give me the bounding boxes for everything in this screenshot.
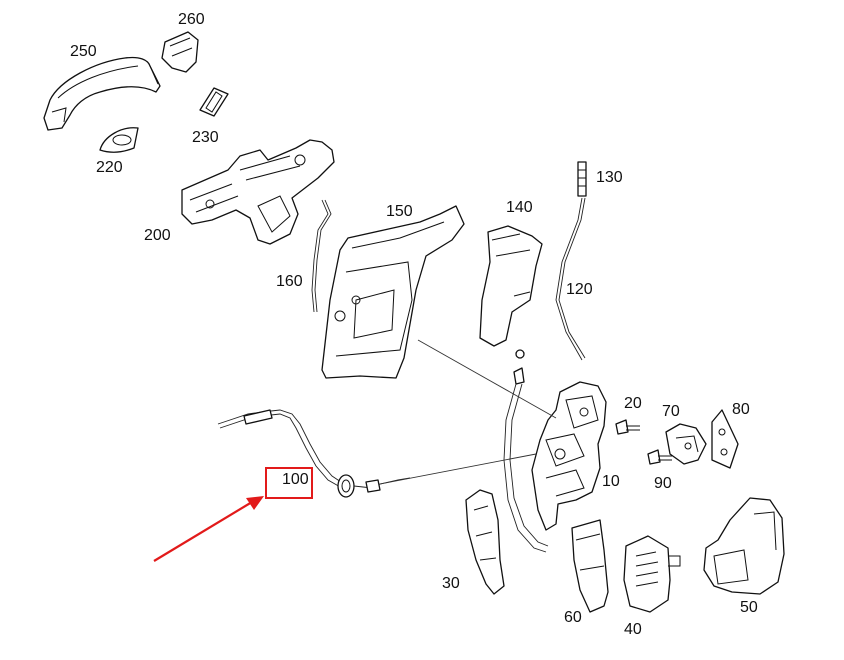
label-160[interactable]: 160 — [276, 273, 303, 290]
part-60-cover[interactable] — [571, 519, 609, 613]
label-230[interactable]: 230 — [192, 129, 219, 146]
part-260-handle-cap[interactable] — [161, 31, 199, 73]
leader-lines — [379, 339, 557, 485]
label-220[interactable]: 220 — [96, 159, 123, 176]
part-130-120-lock-rod[interactable] — [555, 161, 587, 361]
part-20-screw[interactable] — [615, 419, 640, 435]
label-200[interactable]: 200 — [144, 227, 171, 244]
label-50[interactable]: 50 — [740, 599, 758, 616]
highlight-box — [265, 467, 313, 499]
label-10[interactable]: 10 — [602, 473, 620, 490]
label-20[interactable]: 20 — [624, 395, 642, 412]
label-70[interactable]: 70 — [662, 403, 680, 420]
label-40[interactable]: 40 — [624, 621, 642, 638]
part-160-rod[interactable] — [311, 199, 332, 313]
part-100-release-cable[interactable] — [217, 409, 411, 498]
label-130[interactable]: 130 — [596, 169, 623, 186]
part-140-cover[interactable] — [479, 225, 543, 347]
part-lock-cable[interactable] — [503, 349, 549, 553]
part-30-bracket[interactable] — [465, 489, 505, 595]
highlight-arrow — [153, 496, 264, 562]
label-100[interactable]: 100 — [282, 471, 309, 488]
part-150-inner-panel[interactable] — [321, 205, 465, 379]
part-80-plate[interactable] — [711, 409, 739, 469]
label-30[interactable]: 30 — [442, 575, 460, 592]
label-260[interactable]: 260 — [178, 11, 205, 28]
part-220-bezel[interactable] — [99, 127, 139, 153]
part-200-handle-carrier[interactable] — [181, 139, 335, 245]
label-80[interactable]: 80 — [732, 401, 750, 418]
label-140[interactable]: 140 — [506, 199, 533, 216]
label-60[interactable]: 60 — [564, 609, 582, 626]
label-150[interactable]: 150 — [386, 203, 413, 220]
part-40-control-unit[interactable] — [623, 535, 681, 613]
label-90[interactable]: 90 — [654, 475, 672, 492]
part-90-screw[interactable] — [647, 449, 672, 465]
label-250[interactable]: 250 — [70, 43, 97, 60]
part-10-door-lock[interactable] — [531, 381, 607, 531]
part-230-gasket[interactable] — [199, 87, 229, 117]
part-250-outer-handle[interactable] — [43, 56, 161, 131]
label-120[interactable]: 120 — [566, 281, 593, 298]
part-70-striker[interactable] — [665, 423, 707, 465]
part-50-module[interactable] — [703, 497, 785, 595]
